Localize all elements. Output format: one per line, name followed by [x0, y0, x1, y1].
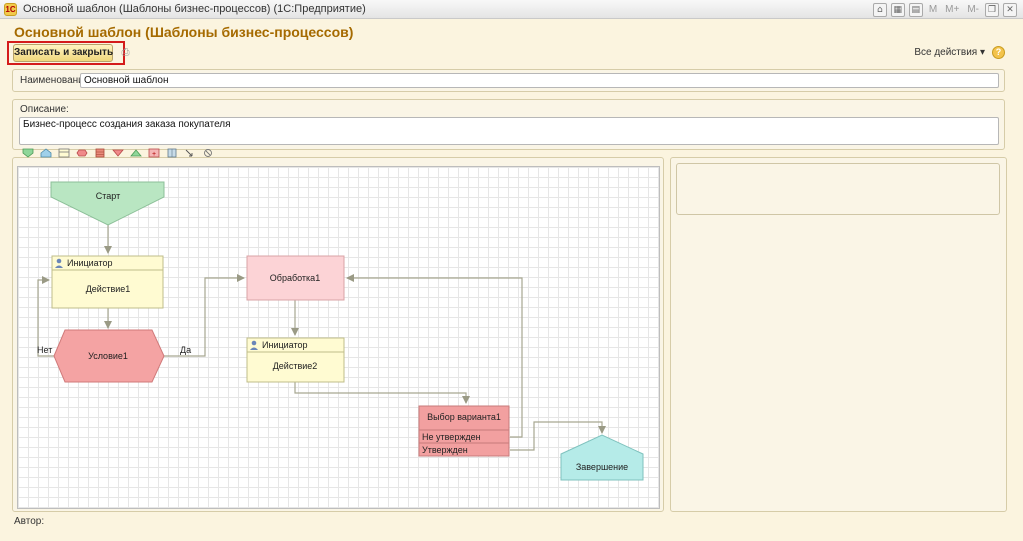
- help-icon[interactable]: ?: [992, 46, 1005, 59]
- name-field[interactable]: Основной шаблон: [80, 73, 999, 88]
- activity-icon[interactable]: [58, 148, 70, 158]
- save-button-highlight: [7, 41, 125, 65]
- merge-icon[interactable]: [130, 148, 142, 158]
- calendar-icon[interactable]: ▤: [908, 2, 923, 17]
- edge-approved-finish: [510, 421, 606, 451]
- titlebar-tools: ⌂ ▦ ▤ M M+ M- ❐ ✕: [872, 2, 1017, 17]
- edge-notapproved-processing1: [346, 274, 523, 438]
- right-panel: [670, 157, 1007, 512]
- properties-box: [676, 163, 1000, 215]
- decoration-icon[interactable]: [184, 148, 196, 158]
- edge-label-no: Нет: [37, 345, 52, 355]
- printer-icon[interactable]: ⎙: [121, 47, 130, 58]
- start-node[interactable]: [50, 181, 165, 226]
- diagram-canvas[interactable]: Нет Да Старт Инициатор Действие1 Условие…: [17, 166, 660, 509]
- diagram-svg: Нет Да Старт Инициатор Действие1 Условие…: [37, 181, 644, 481]
- choice1-option-approved[interactable]: Утвержден: [422, 445, 468, 455]
- start-label: Старт: [96, 191, 120, 201]
- window-titlebar: 1С Основной шаблон (Шаблоны бизнес-проце…: [0, 0, 1023, 19]
- description-field[interactable]: Бизнес-процесс создания заказа покупател…: [19, 117, 999, 145]
- processing1-label: Обработка1: [270, 273, 320, 283]
- save-and-close-button[interactable]: Записать и закрыть: [13, 44, 113, 62]
- connector-icon[interactable]: [202, 148, 214, 158]
- action2-label: Действие2: [273, 361, 318, 371]
- author-label: Автор:: [14, 516, 45, 527]
- action1-node[interactable]: [51, 255, 164, 309]
- nested-process-icon[interactable]: +: [148, 148, 160, 158]
- action1-performer: Инициатор: [67, 258, 113, 268]
- edge-condition1-yes: [164, 274, 245, 357]
- complete-icon[interactable]: [166, 148, 178, 158]
- close-window-icon[interactable]: ✕: [1003, 2, 1017, 17]
- condition1-node[interactable]: [53, 329, 165, 383]
- condition-icon[interactable]: [76, 148, 88, 158]
- description-label: Описание:: [20, 104, 69, 115]
- finish-node[interactable]: [560, 434, 644, 481]
- edge-action2-choice1: [294, 382, 470, 404]
- calculator-icon[interactable]: ▦: [890, 2, 905, 17]
- choice1-option-not-approved[interactable]: Не утвержден: [422, 432, 481, 442]
- action2-node[interactable]: [246, 337, 345, 383]
- memory-button[interactable]: M: [928, 4, 938, 15]
- finish-label: Завершение: [576, 462, 628, 472]
- select-icon[interactable]: [94, 148, 106, 158]
- processing1-node[interactable]: [246, 255, 345, 301]
- window-title: Основной шаблон (Шаблоны бизнес-процессо…: [23, 3, 366, 15]
- diagram-toolbar: +: [22, 147, 214, 159]
- restore-window-icon[interactable]: ❐: [985, 2, 999, 17]
- edge-label-yes: Да: [180, 345, 191, 355]
- memory-plus-button[interactable]: M+: [945, 4, 960, 15]
- action2-performer: Инициатор: [262, 340, 308, 350]
- start-icon[interactable]: [22, 148, 34, 158]
- page-title: Основной шаблон (Шаблоны бизнес-процессо…: [14, 24, 354, 40]
- name-label: Наименование:: [20, 75, 93, 86]
- choice1-label: Выбор варианта1: [427, 412, 501, 422]
- memory-minus-button[interactable]: M-: [967, 4, 979, 15]
- all-actions-menu[interactable]: Все действия ▾: [914, 47, 985, 58]
- split-icon[interactable]: [112, 148, 124, 158]
- home-icon[interactable]: ⌂: [872, 2, 887, 17]
- edge-condition1-no: [37, 276, 54, 357]
- user-icon: [56, 258, 62, 264]
- action1-label: Действие1: [86, 284, 131, 294]
- action-icon[interactable]: [40, 148, 52, 158]
- condition1-label: Условие1: [88, 351, 128, 361]
- user-icon: [251, 340, 257, 346]
- app-logo-icon: 1С: [4, 3, 17, 16]
- svg-text:+: +: [152, 151, 156, 158]
- choice1-node[interactable]: [418, 405, 510, 457]
